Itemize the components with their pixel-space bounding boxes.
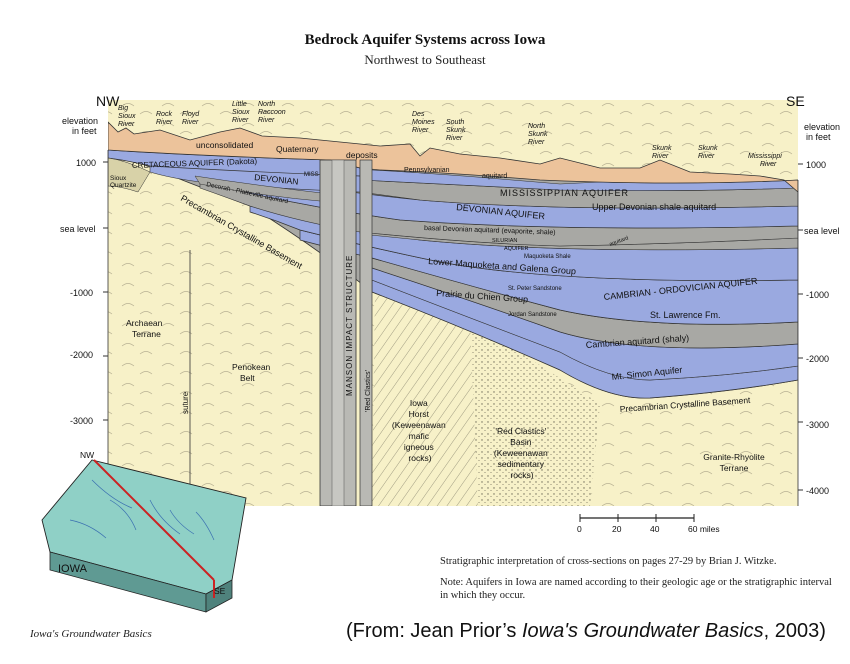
note-text: Note: Aquifers in Iowa are named accordi…: [440, 577, 832, 601]
label-red-clastics-basin: 'Red Clastics' Basin (Keweenawan sedimen…: [494, 426, 550, 480]
tick-1000-left: 1000: [76, 158, 96, 168]
scale-40: 40: [650, 524, 660, 534]
source-book: Iowa's Groundwater Basics: [521, 620, 764, 642]
elevation-label-left-1: elevation: [62, 116, 98, 126]
diagram-title: Bedrock Aquifer Systems across Iowa: [304, 32, 546, 48]
inset-nw-label: NW: [80, 450, 94, 460]
inset-se-label: SE: [214, 586, 226, 596]
label-st-lawrence: St. Lawrence Fm.: [650, 310, 721, 320]
tick-m3000-right: -3000: [806, 420, 829, 430]
label-iowa-horst: Iowa Horst (Keweenawan mafic igneous roc…: [392, 398, 448, 463]
tick-m3000-left: -3000: [70, 416, 93, 426]
credit-text: Stratigraphic interpretation of cross-se…: [440, 556, 777, 567]
label-st-peter: St. Peter Sandstone: [508, 286, 562, 292]
elevation-label-left-2: in feet: [72, 126, 97, 136]
elevation-label-right-1: elevation: [804, 122, 840, 132]
label-suture: suture: [181, 391, 190, 414]
scale-0: 0: [577, 524, 582, 534]
label-deposits: deposits: [346, 150, 378, 160]
label-red-clastics-vertical: 'Red Clastics': [365, 370, 372, 412]
red-clastics-basin-region: [470, 320, 600, 506]
tick-m2000-left: -2000: [70, 350, 93, 360]
label-mississippian: MISSISSIPPIAN AQUIFER: [500, 188, 629, 198]
label-pennsylvanian: Pennsylvanian: [404, 167, 450, 174]
label-manson-impact: MANSON IMPACT STRUCTURE: [345, 255, 354, 396]
label-devonian-west: DEVONIAN: [254, 172, 299, 187]
tick-m4000-right: -4000: [806, 486, 829, 496]
nw-label: NW: [96, 93, 120, 109]
section-line: [93, 459, 215, 581]
label-jordan: Jordan Sandstone: [508, 312, 557, 318]
footer-book-title: Iowa's Groundwater Basics: [30, 628, 152, 640]
label-basal-devonian: basal Devonian aquitard (evaporite, shal…: [424, 225, 556, 237]
manson-impact-inner: [331, 159, 345, 506]
scale-bar: [579, 514, 695, 522]
label-aquitard-penn: aquitard: [482, 173, 507, 180]
scale-60: 60 miles: [688, 524, 720, 534]
sioux-quartzite: [108, 157, 151, 193]
source-suffix: , 2003): [763, 620, 826, 642]
elevation-label-right-2: in feet: [806, 132, 831, 142]
tick-m2000-right: -2000: [806, 354, 829, 364]
tick-sealevel-left: sea level: [60, 224, 96, 234]
label-silurian: SILURIAN: [492, 238, 517, 244]
scale-20: 20: [612, 524, 622, 534]
source-prefix: (From: Jean Prior’s: [346, 620, 522, 642]
diagram-subtitle: Northwest to Southeast: [364, 52, 486, 67]
label-miss: MISS: [304, 172, 319, 178]
inset-iowa-label: IOWA: [58, 563, 88, 575]
iowa-inset-map: [41, 459, 247, 613]
label-aquifer-small: AQUIFER: [504, 246, 528, 252]
source-citation: (From: Jean Prior’s Iowa's Groundwater B…: [346, 620, 826, 643]
iowa-horst-region: [372, 292, 478, 506]
red-clastics-column: [359, 159, 373, 506]
quaternary-deposits: [108, 121, 798, 193]
tick-sealevel-right: sea level: [804, 226, 840, 236]
tick-1000-right: 1000: [806, 160, 826, 170]
label-quaternary: Quaternary: [276, 144, 319, 154]
se-label: SE: [786, 93, 805, 109]
tick-m1000-left: -1000: [70, 288, 93, 298]
label-cretaceous: CRETACEOUS AQUIFER (Dakota): [132, 157, 258, 170]
label-maquoketa-shale: Maquoketa Shale: [524, 254, 571, 260]
tick-m1000-right: -1000: [806, 290, 829, 300]
label-upper-devonian: Upper Devonian shale aquitard: [592, 202, 716, 212]
label-unconsolidated: unconsolidated: [196, 140, 253, 150]
